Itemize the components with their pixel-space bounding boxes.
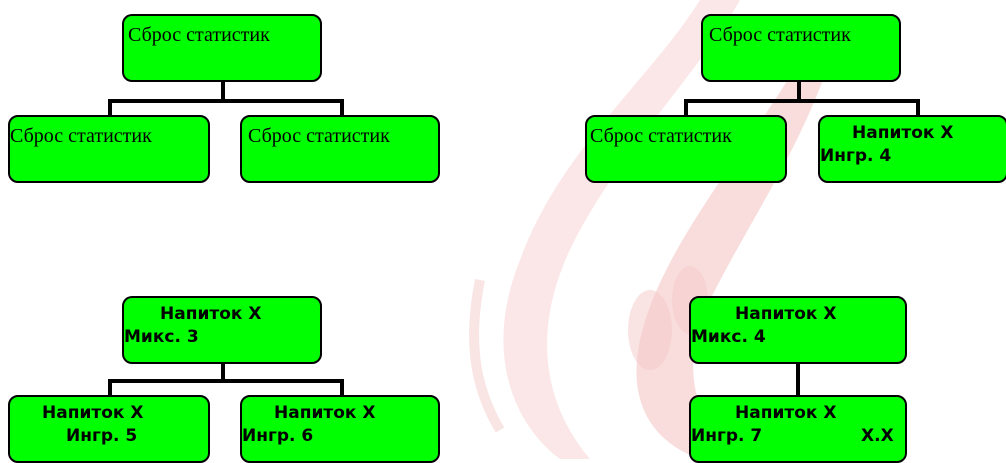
connector-line xyxy=(684,99,688,115)
box-label: Сброс статистик xyxy=(590,125,732,147)
connector-line xyxy=(221,362,225,382)
org-box-child: Сброс статистик xyxy=(585,115,787,183)
org-box-child: Напиток Х Ингр. 5 xyxy=(8,395,210,463)
connector-line xyxy=(797,80,801,100)
connector-line xyxy=(108,379,112,395)
org-box-child: Сброс статистик xyxy=(8,115,210,183)
org-box-child: Напиток Х Ингр. 4 xyxy=(818,115,1006,183)
org-box-root: Напиток Х Микс. 4 xyxy=(689,296,907,364)
box-label-line2: Микс. 3 xyxy=(124,327,199,347)
connector-line xyxy=(796,362,800,398)
box-label-line1: Напиток Х xyxy=(852,123,954,143)
org-box-root: Напиток Х Микс. 3 xyxy=(122,296,322,364)
box-label-line2: Ингр. 7 xyxy=(691,426,763,446)
org-box-root: Сброс статистик xyxy=(701,14,901,82)
connector-line xyxy=(684,99,920,103)
connector-line xyxy=(340,379,344,395)
box-label: Сброс статистик xyxy=(128,24,270,46)
org-box-child: Напиток Х Ингр. 7 Х.Х xyxy=(689,395,907,463)
box-label-value: Х.Х xyxy=(861,426,894,446)
org-box-child: Напиток Х Ингр. 6 xyxy=(240,395,440,463)
box-label-line2: Ингр. 5 xyxy=(66,426,138,446)
box-label-line1: Напиток Х xyxy=(735,304,837,324)
box-label-line2: Ингр. 6 xyxy=(242,426,314,446)
box-label-line2: Микс. 4 xyxy=(691,327,766,347)
box-label-line1: Напиток Х xyxy=(160,304,262,324)
connector-line xyxy=(108,99,112,115)
box-label: Сброс статистик xyxy=(248,125,390,147)
org-box-root: Сброс статистик xyxy=(122,14,322,82)
box-label: Сброс статистик xyxy=(709,24,851,46)
connector-line xyxy=(340,99,344,115)
connector-line xyxy=(108,379,344,383)
connector-line xyxy=(916,99,920,115)
org-box-child: Сброс статистик xyxy=(240,115,440,183)
box-label-line1: Напиток Х xyxy=(274,403,376,423)
connector-line xyxy=(221,80,225,100)
box-label: Сброс статистик xyxy=(10,125,152,147)
connector-line xyxy=(108,99,344,103)
box-label-line1: Напиток Х xyxy=(42,403,144,423)
box-label-line1: Напиток Х xyxy=(735,403,837,423)
box-label-line2: Ингр. 4 xyxy=(820,146,892,166)
